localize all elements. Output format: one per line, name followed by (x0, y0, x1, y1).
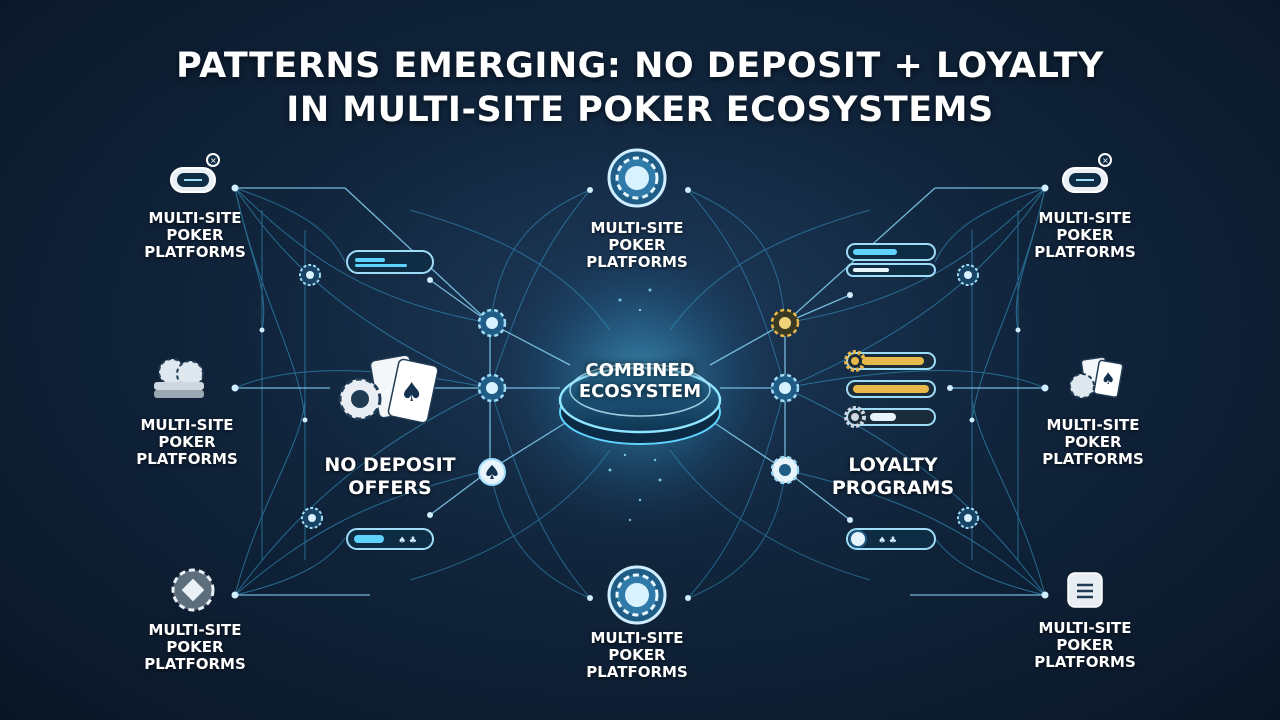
loyalty-progress-bar (846, 352, 936, 370)
spade-icon (478, 458, 506, 486)
page-title: PATTERNS EMERGING: NO DEPOSIT + LOYALTY … (0, 44, 1280, 132)
vertical-network-lines (409, 189, 871, 599)
progress-pill (846, 243, 936, 261)
poker-table-icon: × (170, 153, 220, 193)
svg-text:♠: ♠ (1101, 369, 1115, 388)
progress-pill: ♠ ♣ (346, 528, 434, 550)
node-dots (231, 184, 1049, 601)
poker-chip-icon (607, 148, 667, 208)
progress-pill: ♠ ♣ (846, 528, 936, 550)
playing-cards-icon: ♠ (338, 354, 439, 424)
svg-text:♠ ♣: ♠ ♣ (398, 536, 417, 546)
loyalty-progress-bar (846, 380, 936, 398)
platform-label-mid-left: MULTI-SITE POKER PLATFORMS (136, 416, 238, 468)
combined-ecosystem-label: COMBINED ECOSYSTEM (578, 360, 702, 402)
loyalty-programs-label: LOYALTY PROGRAMS (831, 454, 955, 499)
title-line-2: IN MULTI-SITE POKER ECOSYSTEMS (286, 90, 994, 130)
poker-chip-icon (957, 507, 979, 529)
platform-label-top-left: MULTI-SITE POKER PLATFORMS (144, 209, 246, 261)
poker-chip-icon (477, 308, 507, 338)
gear-icon (844, 350, 866, 372)
poker-chip-icon (301, 507, 323, 529)
right-network-lines (784, 187, 1046, 596)
poker-chip-icon (477, 373, 507, 403)
title-line-1: PATTERNS EMERGING: NO DEPOSIT + LOYALTY (176, 46, 1104, 86)
poker-chip-icon (607, 565, 667, 625)
platform-label-top-right: MULTI-SITE POKER PLATFORMS (1034, 209, 1136, 261)
loyalty-progress-bar (846, 408, 936, 426)
playing-cards-icon: ♠ (1069, 356, 1124, 399)
poker-chip-icon (171, 568, 215, 612)
no-deposit-offers-label: NO DEPOSIT OFFERS (324, 454, 456, 499)
menu-icon (1067, 572, 1103, 608)
platform-label-bottom-left: MULTI-SITE POKER PLATFORMS (144, 621, 246, 673)
chip-stack-icon (154, 358, 204, 398)
poker-chip-icon (770, 373, 800, 403)
platform-label-bottom-right: MULTI-SITE POKER PLATFORMS (1034, 619, 1136, 671)
platform-label-top-center: MULTI-SITE POKER PLATFORMS (586, 219, 688, 271)
progress-pill (846, 263, 936, 277)
progress-pill (346, 250, 434, 274)
poker-chip-icon (770, 308, 800, 338)
combined-ecosystem-disc (558, 363, 722, 445)
poker-table-icon: × (1062, 153, 1112, 193)
svg-text:×: × (1102, 156, 1109, 165)
platform-label-bottom-center: MULTI-SITE POKER PLATFORMS (586, 629, 688, 681)
poker-chip-icon (299, 264, 321, 286)
gear-icon (844, 406, 866, 428)
svg-text:×: × (210, 156, 217, 165)
poker-chip-icon (770, 455, 800, 485)
svg-text:♠: ♠ (400, 378, 423, 408)
svg-text:♠ ♣: ♠ ♣ (878, 536, 897, 546)
platform-label-mid-right: MULTI-SITE POKER PLATFORMS (1042, 416, 1144, 468)
poker-chip-icon (957, 264, 979, 286)
sparkle-dots (608, 288, 662, 522)
